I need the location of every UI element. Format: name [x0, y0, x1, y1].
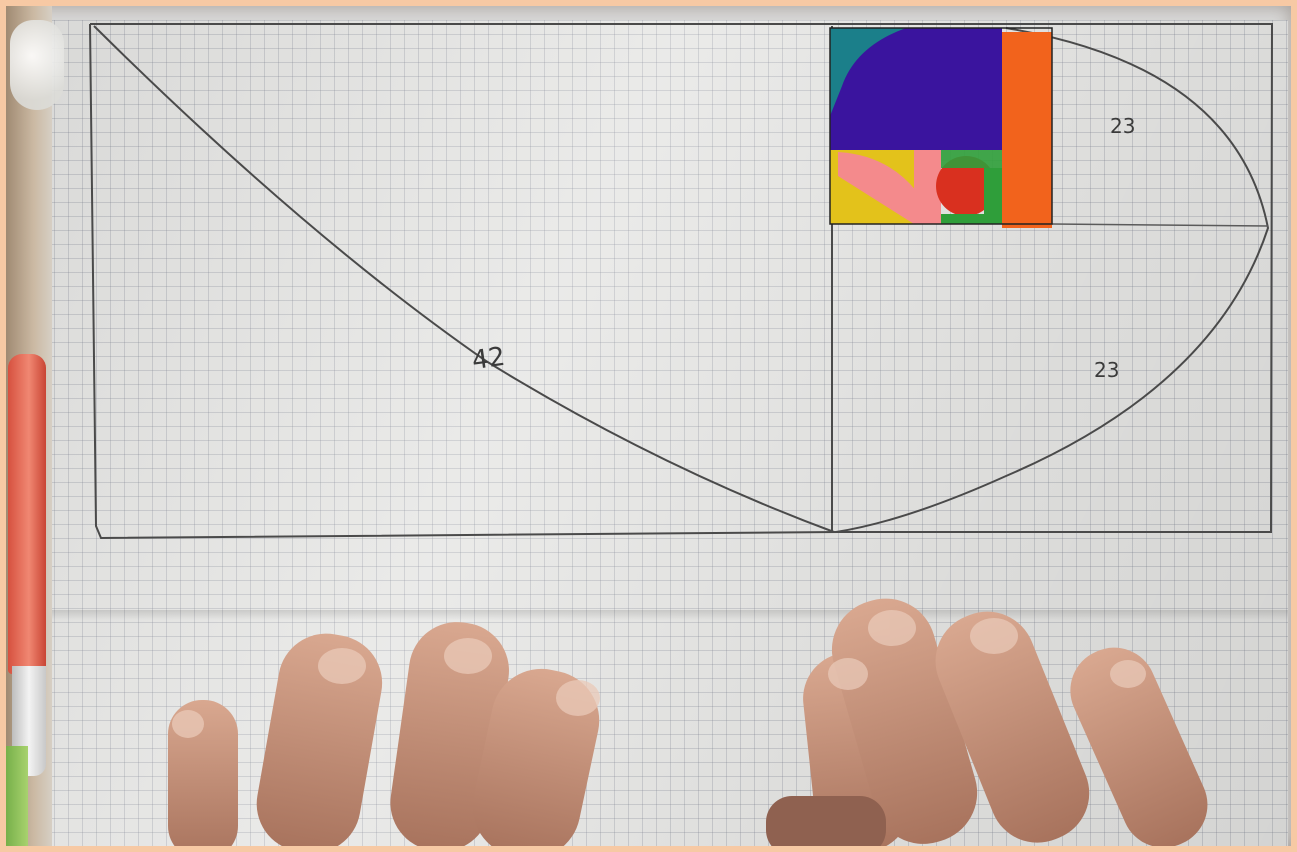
notebook-fold	[26, 610, 1288, 620]
fingernails	[172, 610, 1146, 738]
marker-pen	[6, 346, 52, 786]
label-top-right: 23	[1110, 114, 1136, 138]
right-arc	[835, 27, 1270, 533]
bottle-cap	[10, 20, 64, 110]
diagonal-curve	[93, 25, 835, 533]
notebook-photo: 42 23 23	[6, 6, 1291, 846]
green-object	[6, 746, 28, 846]
right-hand	[766, 598, 1208, 846]
fibonacci-square	[829, 27, 1053, 228]
left-hand	[168, 622, 600, 846]
graph-paper	[26, 20, 1288, 846]
pencil-drawing	[89, 23, 1274, 540]
label-right-middle: 23	[1094, 358, 1120, 382]
inner-line	[1051, 223, 1269, 227]
hands	[168, 598, 1208, 846]
